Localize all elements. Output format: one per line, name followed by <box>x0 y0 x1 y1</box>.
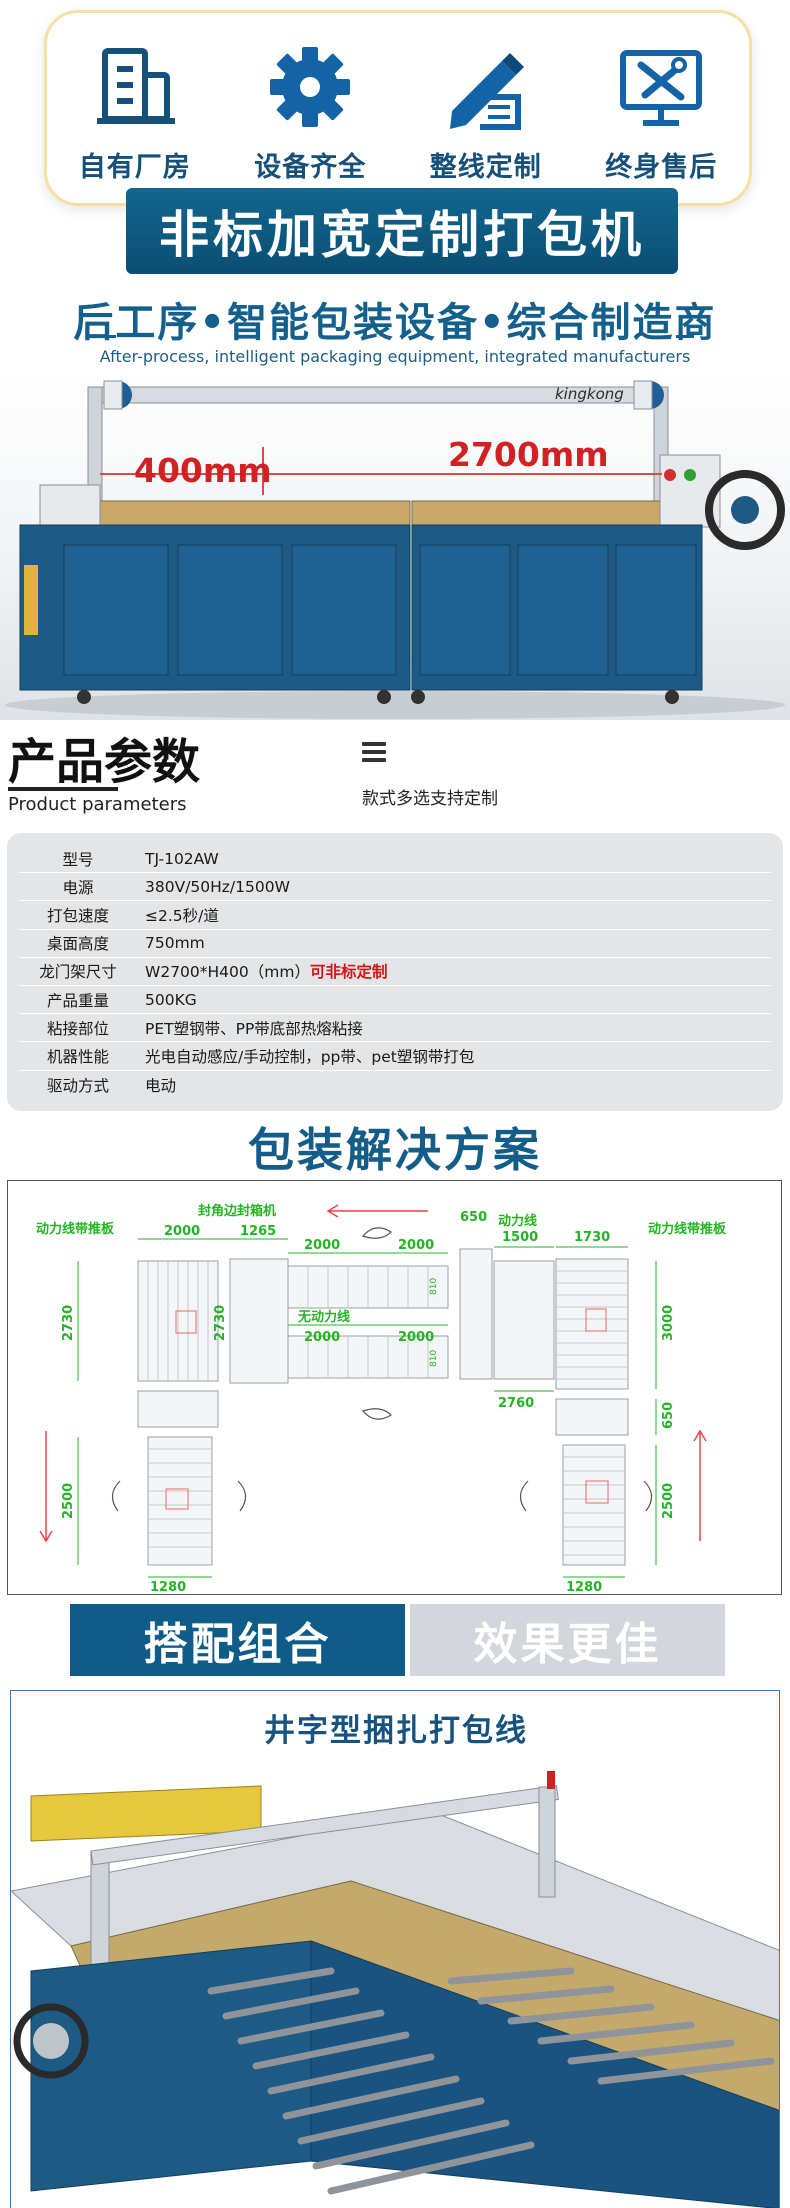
dim-1280: 1280 <box>150 1580 186 1593</box>
param-value: 电动 <box>145 1076 177 1095</box>
params-title: 产品参数 <box>8 734 201 790</box>
param-value-text: W2700*H400（mm） <box>145 963 310 982</box>
dim-1500: 1500 <box>502 1230 538 1245</box>
dim-2000: 2000 <box>398 1238 434 1253</box>
param-row: 龙门架尺寸 W2700*H400（mm）可非标定制 <box>19 958 771 986</box>
dim-1265: 1265 <box>240 1224 276 1239</box>
param-value: 750mm <box>145 934 205 953</box>
dim-650: 650 <box>460 1210 487 1225</box>
dim-2500: 2500 <box>61 1483 76 1519</box>
param-value: 380V/50Hz/1500W <box>145 877 290 896</box>
feature-label: 整线定制 <box>429 152 542 183</box>
dim-2000: 2000 <box>164 1224 200 1239</box>
menu-icon <box>362 742 386 766</box>
line-photo: 井字型捆扎打包线 <box>10 1690 780 2208</box>
param-value: PET塑钢带、PP带底部热熔粘接 <box>145 1019 363 1038</box>
dim-2730: 2730 <box>61 1305 76 1341</box>
custom-note: 款式多选支持定制 <box>362 789 498 809</box>
feature-own-factory: 自有厂房 <box>55 41 215 184</box>
width-dimension-label: 2700mm <box>448 435 609 474</box>
param-row: 打包速度 ≤2.5秒/道 <box>19 901 771 930</box>
param-value: W2700*H400（mm）可非标定制 <box>137 960 771 982</box>
label-sealer: 封角边封箱机 <box>198 1203 276 1219</box>
height-dimension-line <box>262 447 264 495</box>
params-title-en: Product parameters <box>8 794 187 815</box>
feature-full-equipment: 设备齐全 <box>230 41 390 184</box>
param-value: TJ-102AW <box>145 849 219 868</box>
height-dimension-label: 400mm <box>134 451 272 490</box>
label-push-right: 动力线带推板 <box>648 1221 727 1237</box>
design-tools-icon <box>449 53 524 130</box>
param-key: 打包速度 <box>46 906 109 925</box>
tab-effect: 效果更佳 <box>410 1604 725 1676</box>
param-key: 桌面高度 <box>46 935 109 954</box>
dim-3000: 3000 <box>661 1305 676 1341</box>
dim-2760: 2760 <box>498 1396 534 1411</box>
param-note: 可非标定制 <box>309 963 388 982</box>
feature-label: 自有厂房 <box>78 152 191 183</box>
subhead-en: After-process, intelligent packaging equ… <box>99 347 691 366</box>
subhead: 后工序•智能包装设备•综合制造商 <box>73 300 717 346</box>
subhead-rule-left <box>98 335 116 338</box>
feature-card: 自有厂房 设备齐全 整线定制 <box>44 10 752 206</box>
param-row: 机器性能 光电自动感应/手动控制，pp带、pet塑钢带打包 <box>19 1042 771 1071</box>
param-value: 500KG <box>145 990 197 1009</box>
params-table: 型号 TJ-102AW 电源 380V/50Hz/1500W 打包速度 ≤2.5… <box>7 833 783 1111</box>
dim-2000: 2000 <box>304 1330 340 1345</box>
param-key: 产品重量 <box>46 991 109 1010</box>
tab-combo: 搭配组合 <box>70 1604 405 1676</box>
param-row: 产品重量 500KG <box>19 986 771 1015</box>
headline-banner: 非标加宽定制打包机 <box>126 188 678 274</box>
feature-label: 终身售后 <box>605 152 718 183</box>
param-row: 粘接部位 PET塑钢带、PP带底部热熔粘接 <box>19 1014 771 1043</box>
param-key: 型号 <box>62 850 94 869</box>
dim-2000: 2000 <box>398 1330 434 1345</box>
machine-hero: kingkong 400mm 2700mm <box>0 375 790 720</box>
subhead-rule-right <box>676 335 694 338</box>
param-key: 粘接部位 <box>46 1019 109 1038</box>
params-underline <box>8 787 118 791</box>
dim-2000: 2000 <box>304 1238 340 1253</box>
param-key: 机器性能 <box>46 1047 109 1066</box>
label-power-line: 动力线 <box>498 1213 537 1229</box>
param-value: 光电自动感应/手动控制，pp带、pet塑钢带打包 <box>145 1047 475 1066</box>
param-row: 桌面高度 750mm <box>19 930 771 958</box>
param-key: 龙门架尺寸 <box>39 963 117 982</box>
layout-diagram: 动力线带推板 动力线带推板 封角边封箱机 动力线 无动力线 2000 1265 … <box>7 1180 782 1595</box>
brand-logo: kingkong <box>555 385 624 403</box>
param-value: ≤2.5秒/道 <box>145 906 219 925</box>
feature-label: 设备齐全 <box>254 152 367 183</box>
dim-2730: 2730 <box>213 1305 228 1341</box>
dim-650: 650 <box>661 1402 676 1429</box>
layout-drawing: 动力线带推板 动力线带推板 封角边封箱机 动力线 无动力线 2000 1265 … <box>36 1203 727 1594</box>
dim-2500: 2500 <box>661 1483 676 1519</box>
photo-title: 井字型捆扎打包线 <box>264 1713 528 1749</box>
dim-1730: 1730 <box>574 1230 610 1245</box>
building-icon <box>96 48 175 124</box>
strapping-line-illustration <box>11 1771 779 2208</box>
label-unpowered: 无动力线 <box>297 1309 350 1325</box>
width-dimension-line <box>100 473 662 475</box>
solution-title: 包装解决方案 <box>248 1123 542 1177</box>
monitor-tools-icon <box>620 50 703 126</box>
dim-810: 810 <box>429 1350 439 1367</box>
dim-1280: 1280 <box>566 1580 602 1593</box>
param-row: 型号 TJ-102AW <box>19 845 771 874</box>
headline: 非标加宽定制打包机 <box>159 206 645 264</box>
gear-icon <box>270 47 351 127</box>
label-push-left: 动力线带推板 <box>36 1221 115 1237</box>
param-row: 驱动方式 电动 <box>19 1071 771 1099</box>
feature-line-customization: 整线定制 <box>406 41 566 184</box>
feature-lifetime-service: 终身售后 <box>581 41 741 184</box>
param-row: 电源 380V/50Hz/1500W <box>19 873 771 902</box>
dim-810: 810 <box>429 1278 439 1295</box>
machine-illustration: kingkong <box>5 380 785 719</box>
param-key: 驱动方式 <box>46 1076 109 1095</box>
param-key: 电源 <box>62 878 94 897</box>
